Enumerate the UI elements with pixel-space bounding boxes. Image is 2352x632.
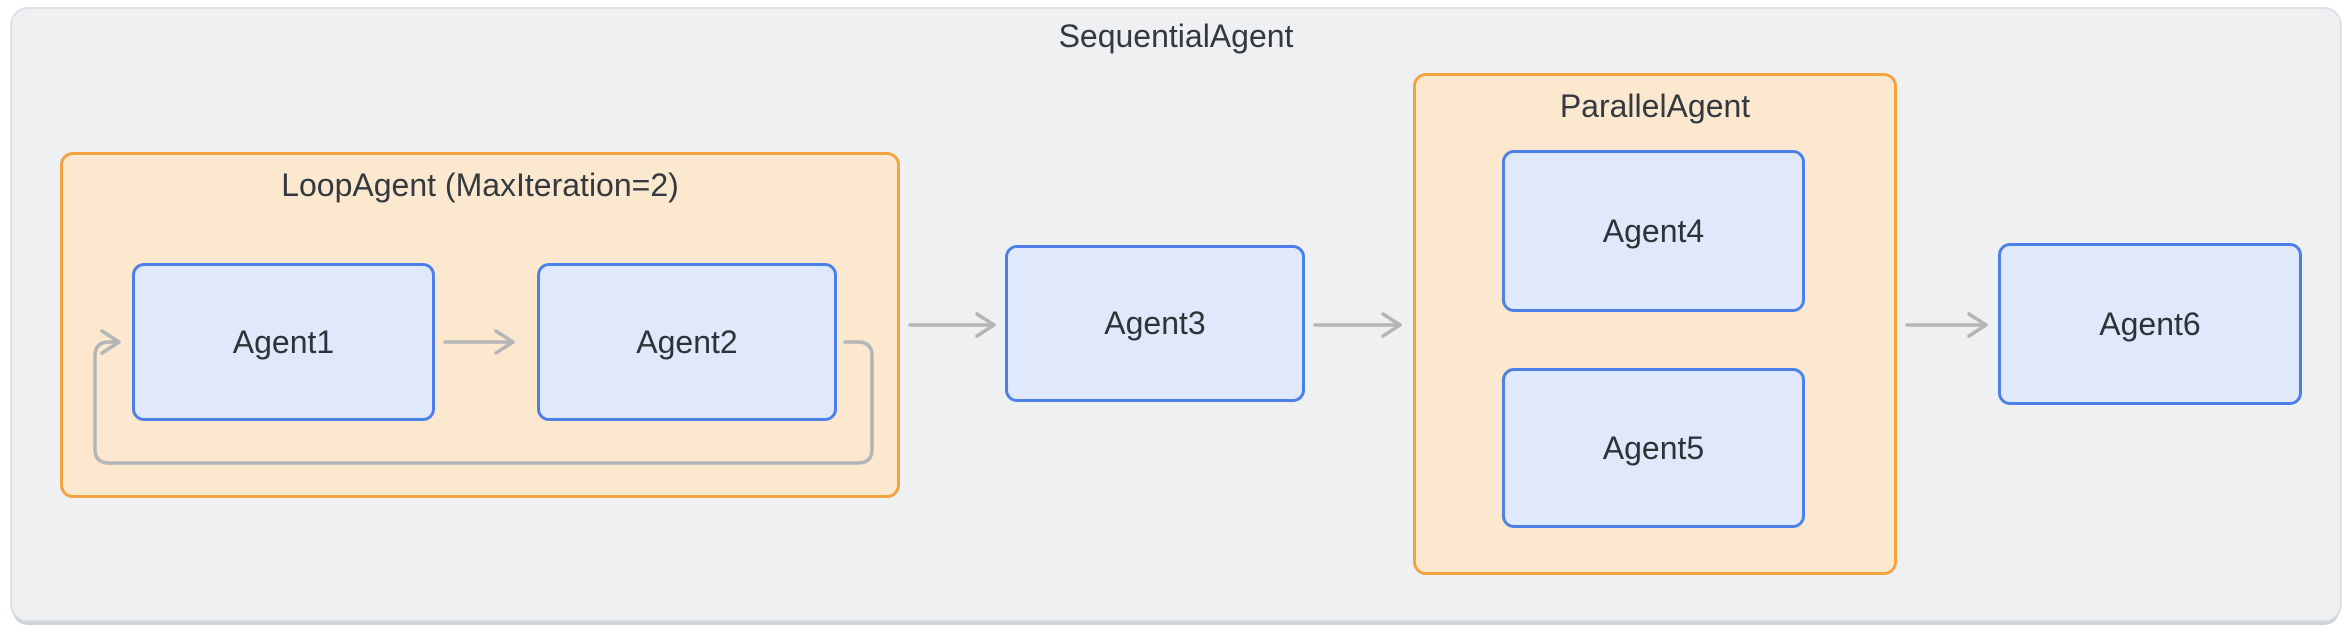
node-agent5: Agent5 xyxy=(1502,368,1805,528)
node-agent5-label: Agent5 xyxy=(1602,429,1705,466)
node-agent2: Agent2 xyxy=(537,263,837,421)
node-agent2-label: Agent2 xyxy=(636,323,738,360)
sequential-agent-title: SequentialAgent xyxy=(1058,18,1294,54)
node-agent4: Agent4 xyxy=(1502,150,1805,312)
node-agent1-label: Agent1 xyxy=(232,323,335,360)
loop-agent-title: LoopAgent (MaxIteration=2) xyxy=(281,167,679,203)
node-agent6: Agent6 xyxy=(1998,243,2302,405)
node-agent6-label: Agent6 xyxy=(2099,305,2201,342)
node-agent4-label: Agent4 xyxy=(1602,212,1705,249)
node-agent1: Agent1 xyxy=(132,263,435,421)
node-agent3-label: Agent3 xyxy=(1104,305,1206,341)
node-agent3: Agent3 xyxy=(1005,245,1305,402)
parallel-agent-title: ParallelAgent xyxy=(1559,88,1751,124)
